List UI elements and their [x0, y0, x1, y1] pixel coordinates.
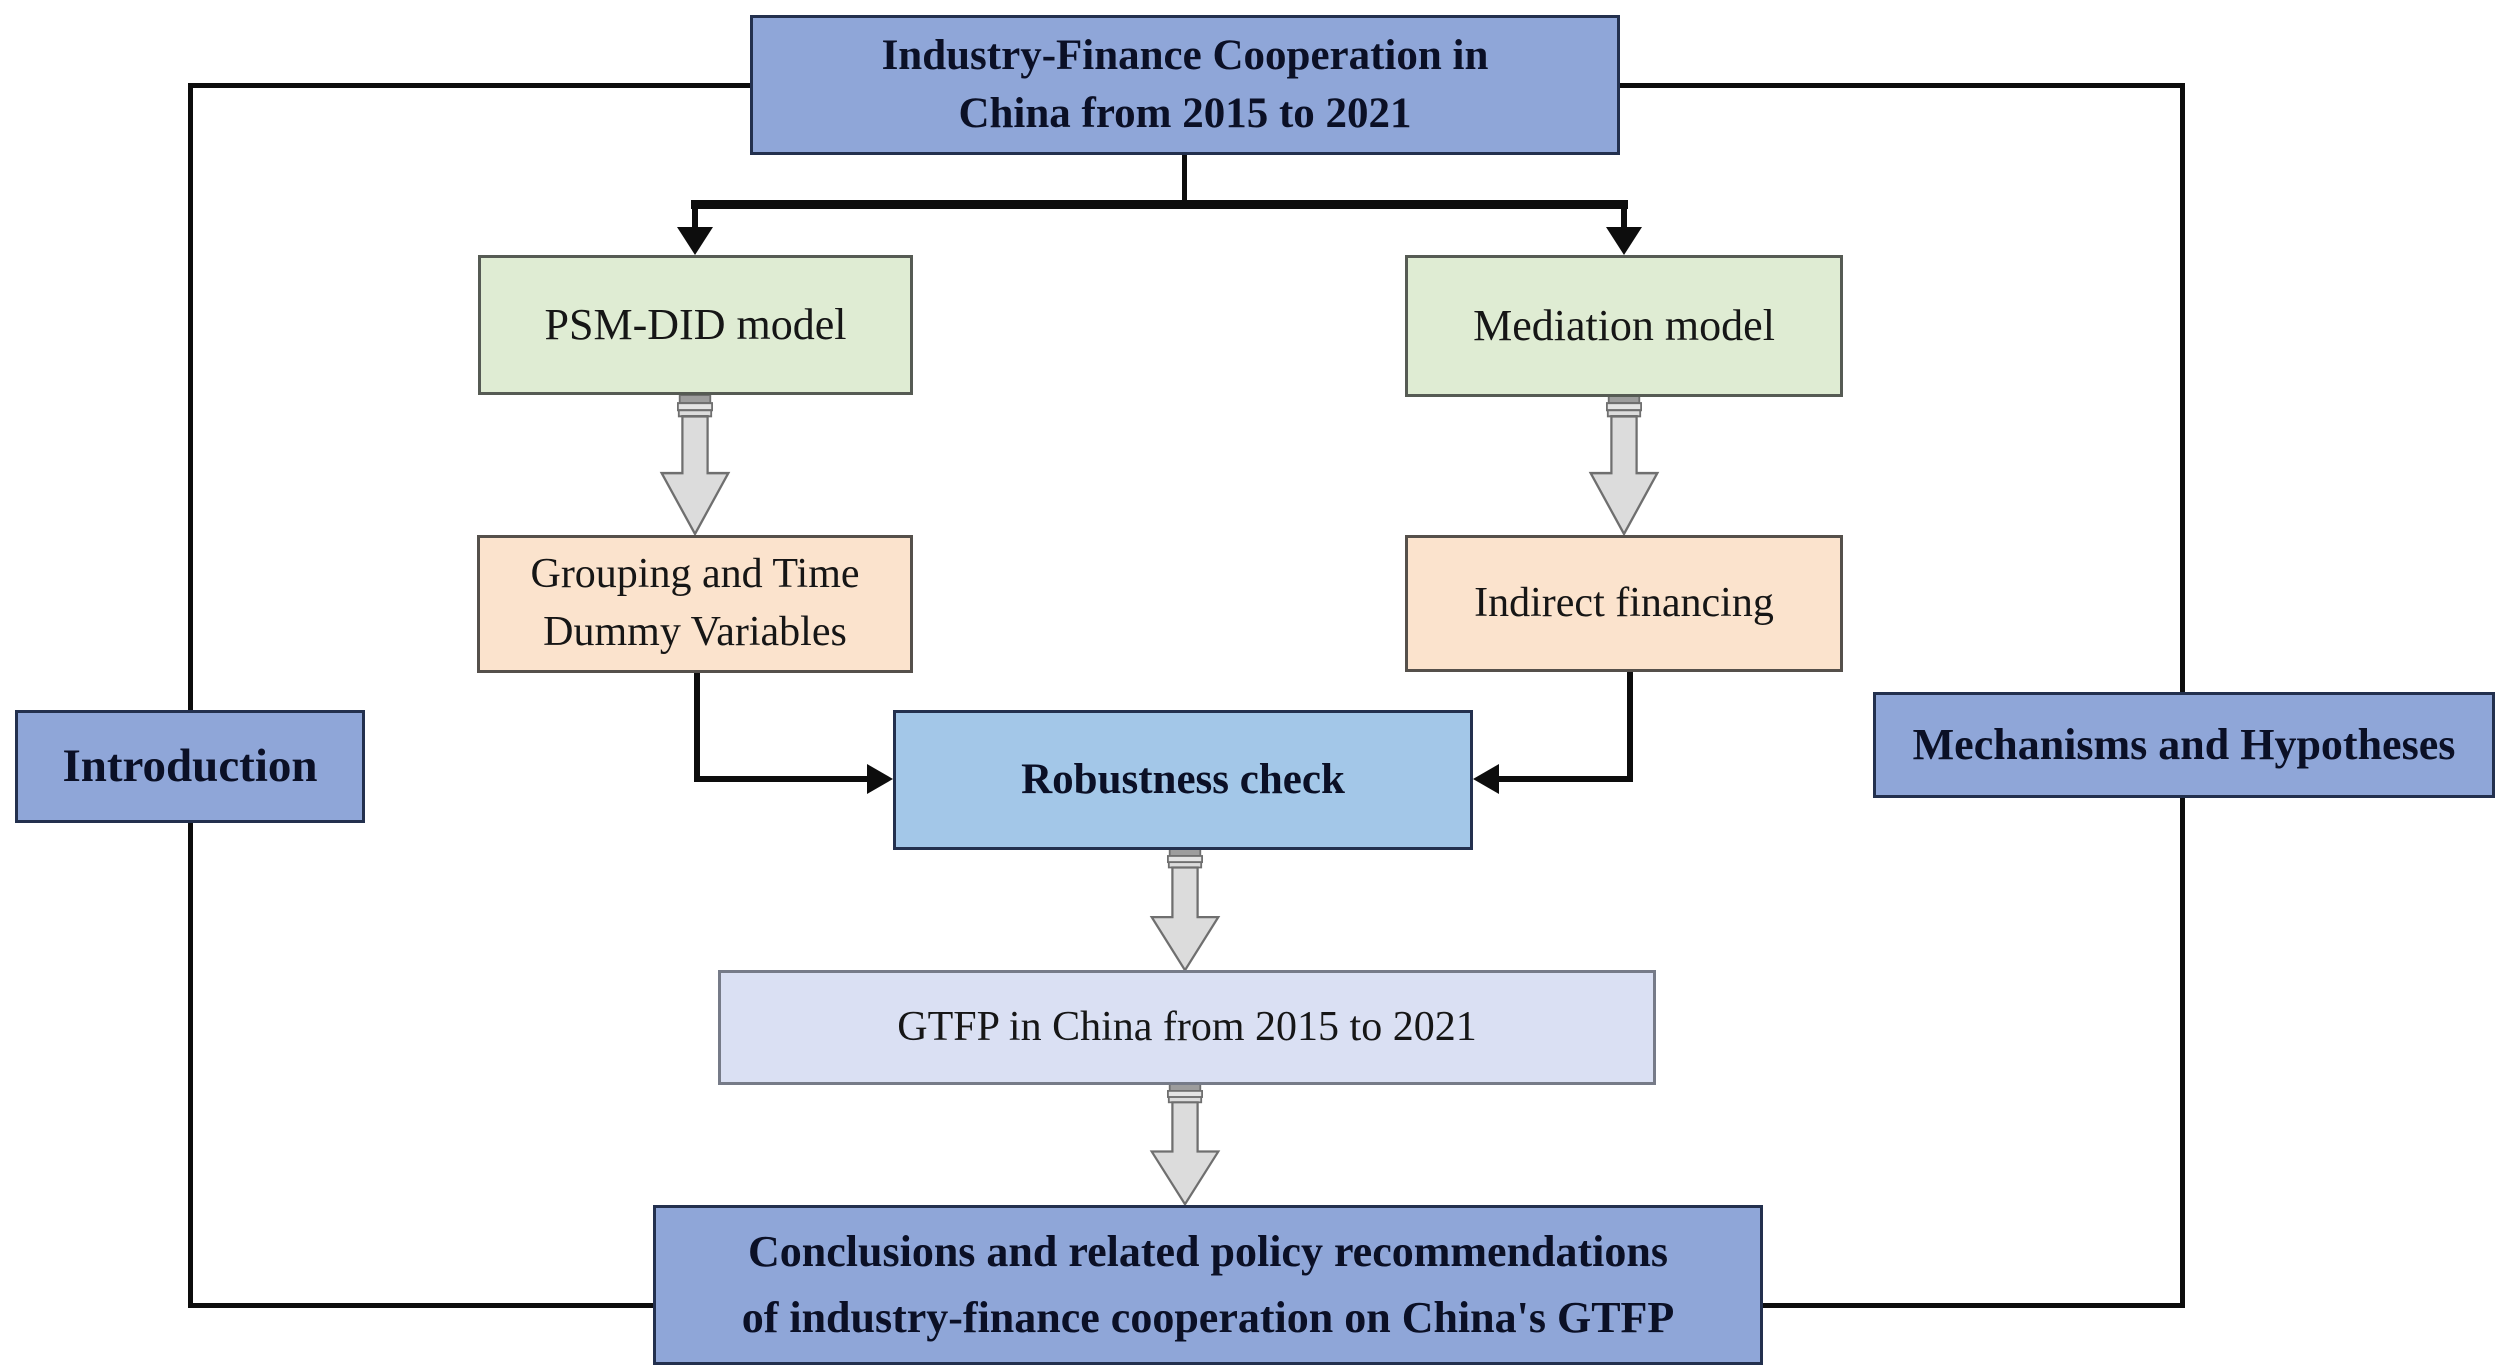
node-label-line: of industry-finance cooperation on China…: [741, 1293, 1675, 1342]
node-label: Indirect financing: [1474, 580, 1774, 627]
frame-line-left: [188, 83, 193, 1308]
arrowhead-to-robustness-left-icon: [867, 764, 893, 794]
node-gtfp-in-china: GTFP in China from 2015 to 2021: [718, 970, 1656, 1085]
arrowhead-to-psm-icon: [677, 227, 713, 255]
frame-line-top-right: [1618, 83, 2184, 88]
node-introduction: Introduction: [15, 710, 365, 823]
connector-split-bar: [691, 200, 1628, 209]
node-conclusions-policy-recommendations: Conclusions and related policy recommend…: [653, 1205, 1763, 1365]
node-mediation-model: Mediation model: [1405, 255, 1843, 397]
node-grouping-time-dummy-variables: Grouping and Time Dummy Variables: [477, 535, 913, 673]
connector-grouping-vertical: [694, 671, 700, 782]
frame-line-bottom-right: [1763, 1303, 2185, 1308]
node-label-line: Industry-Finance Cooperation in: [881, 31, 1489, 79]
block-down-arrow-robustness-to-gtfp-icon: [1140, 848, 1230, 972]
connector-split-stub-right: [1621, 205, 1627, 230]
connector-top-stem: [1182, 152, 1187, 205]
node-label: PSM-DID model: [544, 300, 847, 350]
connector-split-stub-left: [692, 205, 698, 230]
node-label: Mediation model: [1473, 301, 1775, 351]
node-label: Robustness check: [1021, 755, 1345, 803]
frame-line-top-left: [190, 83, 752, 88]
frame-line-bottom-left: [188, 1303, 655, 1308]
node-label-line: Conclusions and related policy recommend…: [748, 1227, 1668, 1276]
connector-grouping-horizontal: [694, 776, 870, 782]
node-psm-did-model: PSM-DID model: [478, 255, 913, 395]
node-label: Introduction: [62, 739, 318, 792]
node-industry-finance-cooperation: Industry-Finance Cooperation in China fr…: [750, 15, 1620, 155]
connector-indirect-horizontal: [1499, 776, 1633, 782]
arrowhead-to-robustness-right-icon: [1473, 764, 1499, 794]
node-indirect-financing: Indirect financing: [1405, 535, 1843, 672]
node-robustness-check: Robustness check: [893, 710, 1473, 850]
block-down-arrow-mediation-to-indirect-icon: [1579, 394, 1669, 536]
node-label: Mechanisms and Hypotheses: [1912, 720, 2456, 770]
node-mechanisms-and-hypotheses: Mechanisms and Hypotheses: [1873, 692, 2495, 798]
node-label-line: China from 2015 to 2021: [958, 90, 1412, 137]
block-down-arrow-gtfp-to-conclusions-icon: [1140, 1083, 1230, 1206]
node-label-line: Grouping and Time: [530, 551, 860, 598]
block-down-arrow-psm-to-grouping-icon: [650, 394, 740, 536]
arrowhead-to-mediation-icon: [1606, 227, 1642, 255]
connector-indirect-vertical: [1627, 670, 1633, 782]
node-label: GTFP in China from 2015 to 2021: [897, 1004, 1477, 1051]
node-label-line: Dummy Variables: [543, 609, 847, 655]
